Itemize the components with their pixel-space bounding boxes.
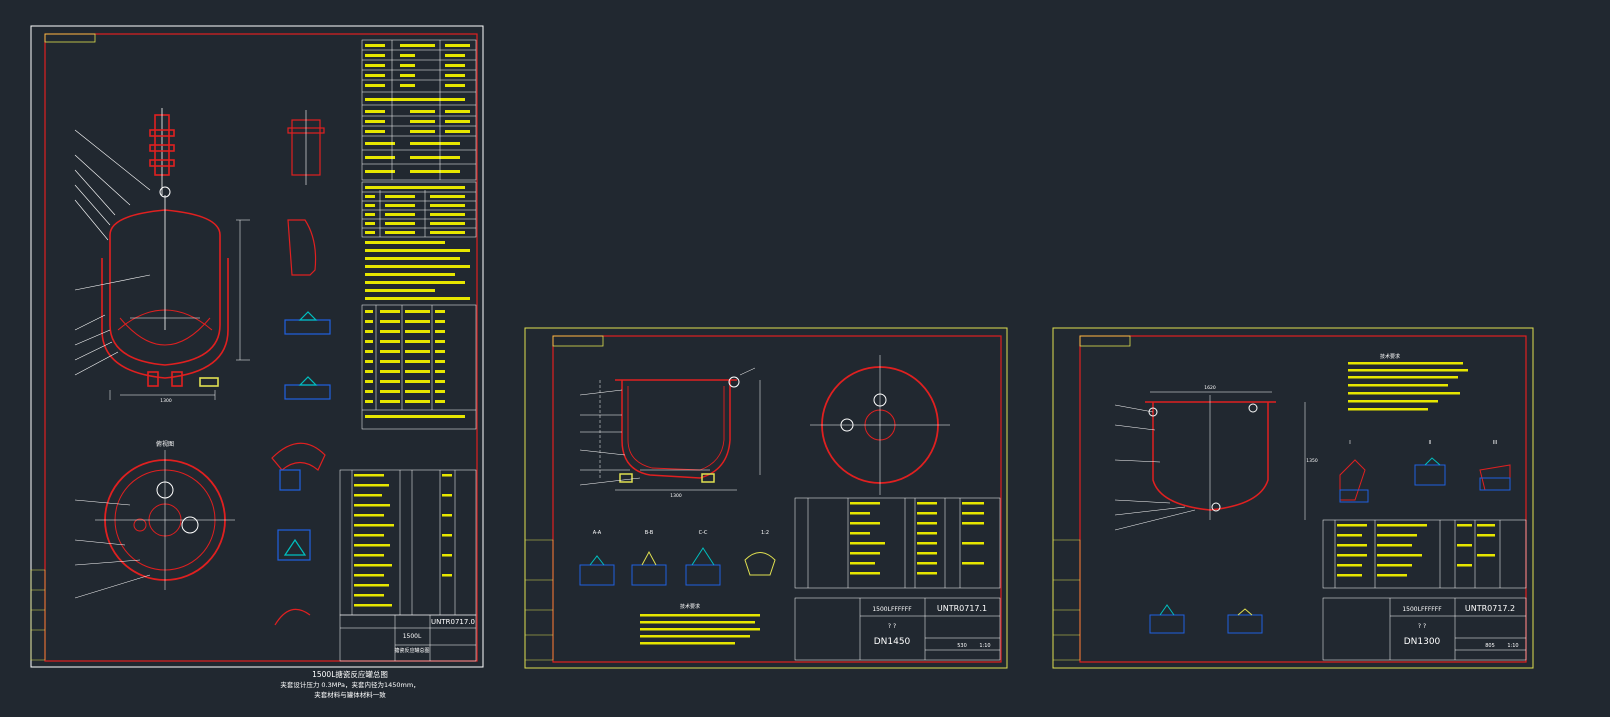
- design-data-table: [361, 39, 477, 181]
- dim-text-1: 1620: [1204, 385, 1216, 391]
- sheet-3-spec: 1500LFFFFFF: [1402, 606, 1442, 613]
- sheet-2-weight: 530: [957, 643, 967, 649]
- sheet-3-revision-strip: [1052, 539, 1081, 661]
- sheet-2-drawing-no: UNTR0717.1: [937, 604, 987, 613]
- detail-label-scale: 1:2: [761, 530, 769, 536]
- dimension-lines-3: [1114, 391, 1306, 531]
- sheet-2-scale: 1:10: [979, 643, 990, 649]
- sheet-1-outer-frame: [30, 25, 484, 668]
- parts-list-table: [339, 469, 477, 616]
- nozzle-list-table: [361, 304, 477, 430]
- sheet-3-notes-title: 技术要求: [1380, 353, 1400, 360]
- dimension-lines-1: [109, 219, 250, 400]
- sheet-3-weight: 805: [1485, 643, 1495, 649]
- inner-vessel-drawing: [1145, 395, 1276, 520]
- sheet-2-part: DN1450: [874, 637, 911, 647]
- top-view-drawing: [74, 450, 235, 599]
- sheet-2-outer-frame: [524, 327, 1008, 669]
- sheet-1-inner-border: [44, 33, 478, 662]
- sheet-3-drawing-no: UNTR0717.2: [1465, 604, 1515, 613]
- top-view-label: 俯视图: [156, 440, 174, 448]
- detail-label-b: B-B: [645, 530, 654, 536]
- reactor-vessel-drawing: [101, 108, 229, 387]
- sheet-1-drawing-no: UNTR0717.0: [431, 618, 475, 626]
- sheet-3-inner-border: [1079, 335, 1527, 663]
- sheet-2-notes-lines: [640, 614, 760, 645]
- technical-notes-block: [365, 241, 470, 300]
- sheet-1-caption-line-2: 夹套设计压力 0.3MPa，夹套内径为1450mm，: [280, 680, 419, 689]
- sheet-1-revision-strip: [30, 569, 46, 661]
- dim-text-2: 1350: [1306, 458, 1318, 464]
- sheet-3-inner-vessel: 技术要求 I II III: [1052, 327, 1534, 669]
- sheet-2-parts-list: [794, 497, 1001, 589]
- detail-label-i: I: [1349, 440, 1350, 446]
- dim-text-3: 1300: [670, 493, 682, 499]
- sheet-1-caption-line-3: 夹套材料与罐体材料一致: [314, 690, 386, 699]
- sheet-2-spec: 1500LFFFFFF: [872, 606, 912, 613]
- sheet-2-notes-title: 技术要求: [680, 603, 700, 610]
- sheet-3-outer-frame: [1052, 327, 1534, 669]
- sheet-1-subtitle: 搪瓷反应罐总图: [394, 647, 429, 654]
- sheet-3-sheet-count: ? ?: [1418, 623, 1426, 630]
- detail-label-c: C-C: [699, 530, 708, 536]
- sheet-3-part: DN1300: [1404, 637, 1441, 647]
- sheet-3-notes-lines: [1348, 362, 1468, 411]
- dimension-lines-2: [579, 367, 761, 491]
- dim-text-4: 1300: [160, 398, 172, 404]
- sheet3-detail-views: [1339, 457, 1511, 503]
- sheet-1-assembly: 俯视图: [30, 25, 484, 668]
- sheet-1-caption-line-1: 1500L搪瓷反应罐总图: [312, 669, 388, 679]
- sheet-3-scale: 1:10: [1507, 643, 1518, 649]
- sheet2-weld-details: [579, 547, 776, 586]
- sheet3-weld-details: [1149, 604, 1263, 634]
- detail-label-a: A-A: [593, 530, 602, 536]
- nozzle-table: [361, 181, 477, 238]
- sheet-2-title-block: [794, 597, 1001, 661]
- sheet-2-jacket: A-A B-B C-C 1:2 技术要求: [524, 327, 1008, 669]
- callout-leaders-1: [74, 129, 151, 376]
- sheet-1-title-block: [339, 614, 477, 662]
- sheet-1-title: 1500L: [403, 633, 422, 640]
- sheet-2-sheet-count: ? ?: [888, 623, 896, 630]
- detail-label-iii: III: [1493, 440, 1497, 446]
- sheet-3-parts-list: [1322, 519, 1527, 589]
- sheet-3-title-block: [1322, 597, 1527, 661]
- jacket-section-drawing: [615, 379, 737, 483]
- sheet-2-inner-border: [552, 335, 1002, 663]
- jacket-plan-view: [810, 355, 950, 495]
- sheet1-detail-drawings: [271, 110, 331, 626]
- detail-label-ii: II: [1429, 440, 1432, 446]
- sheet-2-revision-strip: [524, 539, 554, 661]
